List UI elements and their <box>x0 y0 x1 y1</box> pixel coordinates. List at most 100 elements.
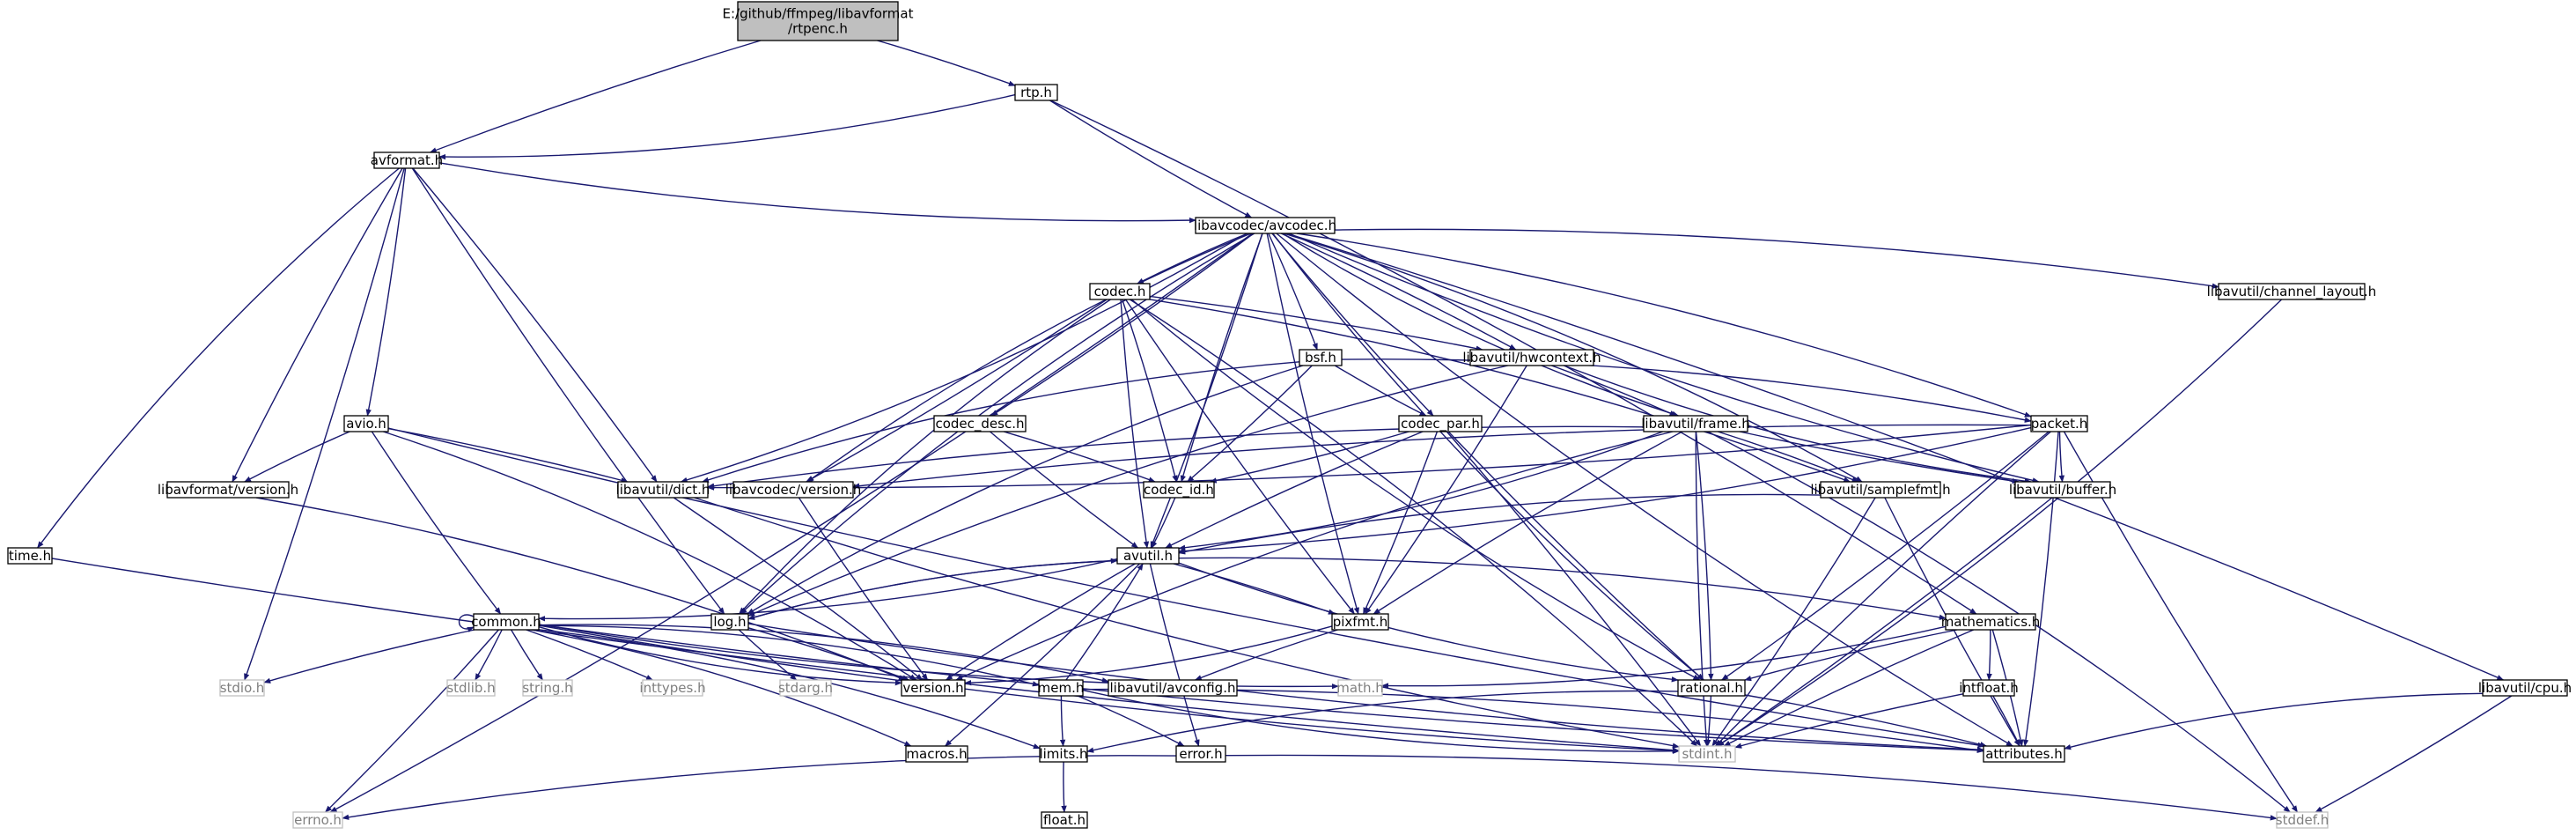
node-codec_id[interactable]: codec_id.h <box>1143 481 1215 499</box>
edge-avformat-to-time <box>37 167 400 549</box>
node-avcodec-label: libavcodec/avcodec.h <box>1194 218 1336 233</box>
edge-avcodec-to-chlayout <box>1334 228 2219 289</box>
node-stdio-box <box>219 679 265 697</box>
node-log-box <box>710 613 749 631</box>
node-stdarg-box <box>779 679 832 697</box>
node-stdlib[interactable]: stdlib.h <box>446 679 496 697</box>
node-avutil[interactable]: avutil.h <box>1116 547 1180 565</box>
node-buffer-box <box>2014 481 2111 499</box>
node-codec_desc[interactable]: codec_desc.h <box>933 415 1027 432</box>
node-intfloat[interactable]: intfloat.h <box>1959 679 2019 697</box>
edge-avcodec-to-hwcontext <box>1280 233 1517 351</box>
node-limits[interactable]: limits.h <box>1039 745 1088 763</box>
node-math[interactable]: math.h <box>1336 679 1384 697</box>
node-codec_par[interactable]: codec_par.h <box>1398 415 1483 432</box>
node-rtp[interactable]: rtp.h <box>1014 84 1058 101</box>
edge-avcodec-to-samplefmt <box>1283 233 1863 483</box>
node-lavcversion-box <box>732 481 854 499</box>
node-stdlib-box <box>446 679 496 697</box>
edge-pixfmt-to-avconfig <box>1194 629 1338 681</box>
edge-log-to-stdarg <box>738 629 798 681</box>
node-avconfig[interactable]: libavutil/avconfig.h <box>1108 679 1238 697</box>
node-frame[interactable]: libavutil/frame.h <box>1641 415 1750 432</box>
node-avcodec[interactable]: libavcodec/avcodec.h <box>1194 217 1336 234</box>
node-attributes-label: attributes.h <box>1985 746 2063 762</box>
edge-avcodec-to-frame <box>1282 233 1680 417</box>
edge-codec_par-to-avutil <box>1165 431 1424 549</box>
node-log[interactable]: log.h <box>710 613 749 631</box>
node-packet[interactable]: packet.h <box>2030 415 2088 432</box>
node-codec_id-box <box>1143 481 1215 499</box>
node-samplefmt-label: libavutil/samplefmt.h <box>1810 482 1950 498</box>
node-buffer[interactable]: libavutil/buffer.h <box>2009 481 2116 499</box>
node-avformat[interactable]: avformat.h <box>371 151 443 169</box>
node-common[interactable]: common.h <box>471 613 541 631</box>
edge-frame-to-stdint <box>1695 431 1710 747</box>
node-pixfmt[interactable]: pixfmt.h <box>1331 613 1389 631</box>
edge-avcodec-to-pixfmt <box>1266 233 1359 615</box>
edge-avcodec-to-packet <box>1296 233 2032 418</box>
node-stdint[interactable]: stdint.h <box>1678 745 1736 763</box>
node-float[interactable]: float.h <box>1041 811 1088 829</box>
edge-frame-to-stddef <box>1707 431 2291 813</box>
edge-avio-to-version <box>383 431 917 681</box>
node-stdio[interactable]: stdio.h <box>219 679 265 697</box>
edge-rational-to-attributes <box>1744 694 1988 748</box>
edge-pixfmt-to-version <box>964 625 1333 686</box>
node-common-box <box>473 613 540 631</box>
node-hwcontext[interactable]: libavutil/hwcontext.h <box>1462 349 1601 366</box>
node-rtp-box <box>1014 84 1058 101</box>
edge-common-to-common <box>459 614 475 632</box>
node-cpu[interactable]: libavutil/cpu.h <box>2478 679 2572 697</box>
node-stdarg[interactable]: stdarg.h <box>778 679 833 697</box>
edge-avformat-to-dict <box>412 167 658 483</box>
edge-dict-to-stdint <box>694 497 1680 749</box>
edge-avcodec-to-attributes <box>1276 233 2013 747</box>
node-bsf-label: bsf.h <box>1305 350 1336 366</box>
node-dict[interactable]: libavutil/dict.h <box>616 481 710 499</box>
node-codec[interactable]: codec.h <box>1089 283 1151 300</box>
edge-rtp-to-mathematics <box>1049 100 1977 615</box>
node-chlayout[interactable]: libavutil/channel_layout.h <box>2207 283 2377 300</box>
node-limits-label: limits.h <box>1039 746 1087 762</box>
node-string[interactable]: string.h <box>522 679 573 697</box>
node-version-box <box>901 679 966 697</box>
node-macros[interactable]: macros.h <box>905 745 968 763</box>
edge-time-to-stdint <box>51 558 1680 753</box>
node-samplefmt[interactable]: libavutil/samplefmt.h <box>1810 481 1951 499</box>
node-avconfig-box <box>1108 679 1238 697</box>
node-pixfmt-label: pixfmt.h <box>1333 614 1388 630</box>
node-error[interactable]: error.h <box>1175 745 1226 763</box>
edge-codec-to-pixfmt <box>1125 299 1355 615</box>
node-math-label: math.h <box>1336 680 1383 696</box>
node-stddef[interactable]: stddef.h <box>2276 811 2329 829</box>
node-lavcversion[interactable]: libavcodec/version.h <box>725 481 862 499</box>
node-time-label: time.h <box>9 548 51 564</box>
node-time-box <box>7 547 53 565</box>
node-hwcontext-box <box>1469 349 1594 366</box>
node-avutil-box <box>1116 547 1180 565</box>
node-lavfversion[interactable]: libavformat/version.h <box>158 481 298 499</box>
node-version[interactable]: version.h <box>901 679 966 697</box>
node-inttypes[interactable]: inttypes.h <box>639 679 706 697</box>
edge-bsf-to-log <box>747 365 1304 615</box>
node-rational[interactable]: rational.h <box>1677 679 1746 697</box>
edge-codec-to-log <box>739 299 1111 615</box>
node-inttypes-box <box>642 679 703 697</box>
edge-mathematics-to-stdint <box>1723 629 1974 747</box>
node-mathematics[interactable]: mathematics.h <box>1941 613 2041 631</box>
edge-avutil-to-common <box>538 558 1118 622</box>
edge-hwcontext-to-pixfmt <box>1365 365 1527 615</box>
node-errno[interactable]: errno.h <box>292 811 343 829</box>
node-rtpenc[interactable]: E:/github/ffmpeg/libavformat/rtpenc.h <box>723 1 914 41</box>
node-float-label: float.h <box>1043 812 1086 828</box>
node-stdarg-label: stdarg.h <box>778 680 833 696</box>
node-mem[interactable]: mem.h <box>1038 679 1085 697</box>
node-avio[interactable]: avio.h <box>343 415 389 432</box>
node-time[interactable]: time.h <box>7 547 53 565</box>
node-bsf[interactable]: bsf.h <box>1299 349 1343 366</box>
node-attributes[interactable]: attributes.h <box>1983 745 2065 763</box>
edge-common-to-errno <box>325 629 499 813</box>
node-string-box <box>522 679 573 697</box>
edge-cpu-to-stddef <box>2315 695 2513 813</box>
